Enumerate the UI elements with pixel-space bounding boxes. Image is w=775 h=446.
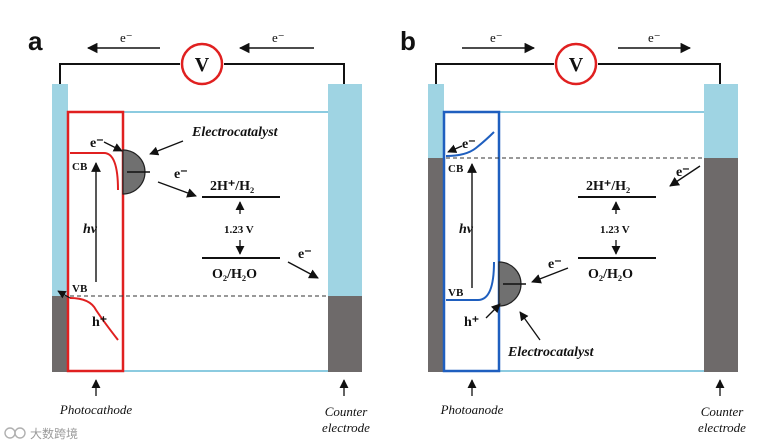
panel-b-left-semiconductor-strip (428, 158, 444, 372)
panel-b-photoanode-label: Photoanode (440, 402, 504, 417)
panel-a-hv-label: hν (83, 222, 98, 237)
panel-b-wire-left (435, 63, 554, 84)
panel-b-catalyst-label: Electrocatalyst (507, 345, 595, 360)
panel-b-h-level-label: 2H⁺/H₂ (586, 179, 630, 194)
panel-b-vb-band (446, 261, 495, 301)
panel-b-left-electrolyte-strip (428, 84, 444, 158)
panel-a-cb-band (70, 152, 119, 191)
panel-b-counter-label-2: electrode (698, 420, 746, 435)
panel-a-electron-out-label: e⁻ (174, 167, 188, 182)
panel-b-counter-electrode (704, 158, 738, 372)
panel-a-wire-electron-left: e⁻ (120, 30, 133, 45)
panel-b-vb-label: VB (448, 287, 464, 299)
panel-a-hole-label: h⁺ (92, 315, 107, 330)
panel-a-wire-electron-right: e⁻ (272, 30, 285, 45)
panel-b-catalyst-pointer (519, 311, 541, 341)
panel-b-letter: b (400, 26, 416, 56)
panel-a-vb-band (69, 297, 119, 341)
panel-a-electron-top-label: e⁻ (90, 136, 104, 151)
watermark: 大数跨境 (4, 426, 78, 441)
panel-a-counter-electrode (328, 296, 362, 372)
panel-a-voltmeter (180, 42, 224, 86)
panel-a-wire-left (59, 63, 180, 84)
panel-b-hv-label: hν (459, 222, 474, 237)
watermark-text: 大数跨境 (30, 426, 78, 441)
panel-b-counter-electrolyte (704, 84, 738, 158)
panel-a-electron-counter-label: e⁻ (298, 247, 312, 262)
panel-a: a V e⁻ e⁻ Electrocatalyst CB VB hν h⁺ (28, 26, 370, 435)
panel-b-voltmeter (554, 42, 598, 86)
panel-b-wire-electron-left: e⁻ (490, 30, 503, 45)
panel-b-electron-top-label: e⁻ (462, 137, 476, 152)
panel-a-h-level-label: 2H⁺/H₂ (210, 179, 254, 194)
watermark-logo-icon (4, 427, 16, 439)
panel-b-electron-in-label: e⁻ (548, 257, 562, 272)
panel-a-catalyst-label: Electrocatalyst (191, 125, 279, 140)
panel-b-cb-band (445, 131, 495, 157)
panel-b-counter-label-1: Counter (701, 404, 745, 419)
panel-a-left-semiconductor-strip (52, 296, 68, 372)
panel-b-voltage-label: 1.23 V (600, 224, 630, 236)
panel-b-electron-counter-label: e⁻ (676, 165, 690, 180)
watermark-logo-ring-icon (14, 427, 26, 439)
panel-b: b V e⁻ e⁻ Electrocatalyst CB VB hν h⁺ (400, 26, 746, 435)
panel-a-o-level-label: O₂/H₂O (212, 267, 257, 282)
panel-a-voltage-label: 1.23 V (224, 224, 254, 236)
panel-a-counter-label-2: electrode (322, 420, 370, 435)
panel-a-catalyst-pointer (149, 140, 184, 156)
panel-a-photocathode-label: Photocathode (59, 402, 132, 417)
panel-b-wire-right (598, 63, 721, 84)
panel-a-vb-label: VB (72, 283, 88, 295)
panel-b-voltmeter-label: V (569, 54, 584, 76)
panel-a-wire-right (224, 63, 345, 84)
panel-a-letter: a (28, 26, 43, 56)
panel-b-wire-electron-right: e⁻ (648, 30, 661, 45)
panel-a-hole-arrow (57, 290, 71, 299)
panel-a-voltmeter-label: V (195, 54, 210, 76)
panel-a-cb-label: CB (72, 161, 88, 173)
panel-b-hole-label: h⁺ (464, 315, 479, 330)
panel-a-left-electrolyte-strip (52, 84, 68, 296)
panel-a-counter-electrolyte (328, 84, 362, 296)
panel-a-counter-label-1: Counter (325, 404, 369, 419)
panel-a-electron-counter-arrow (287, 261, 319, 279)
panel-b-hole-arrow (485, 303, 501, 319)
panel-b-o-level-label: O₂/H₂O (588, 267, 633, 282)
panel-a-electron-out-arrow (157, 181, 197, 198)
panel-b-electron-top-arrow (447, 144, 463, 153)
panel-a-electron-top-arrow (103, 141, 123, 152)
panel-b-electron-in-arrow (531, 267, 569, 284)
panel-b-electron-counter-arrow (669, 165, 701, 187)
panel-b-cb-label: CB (448, 163, 464, 175)
